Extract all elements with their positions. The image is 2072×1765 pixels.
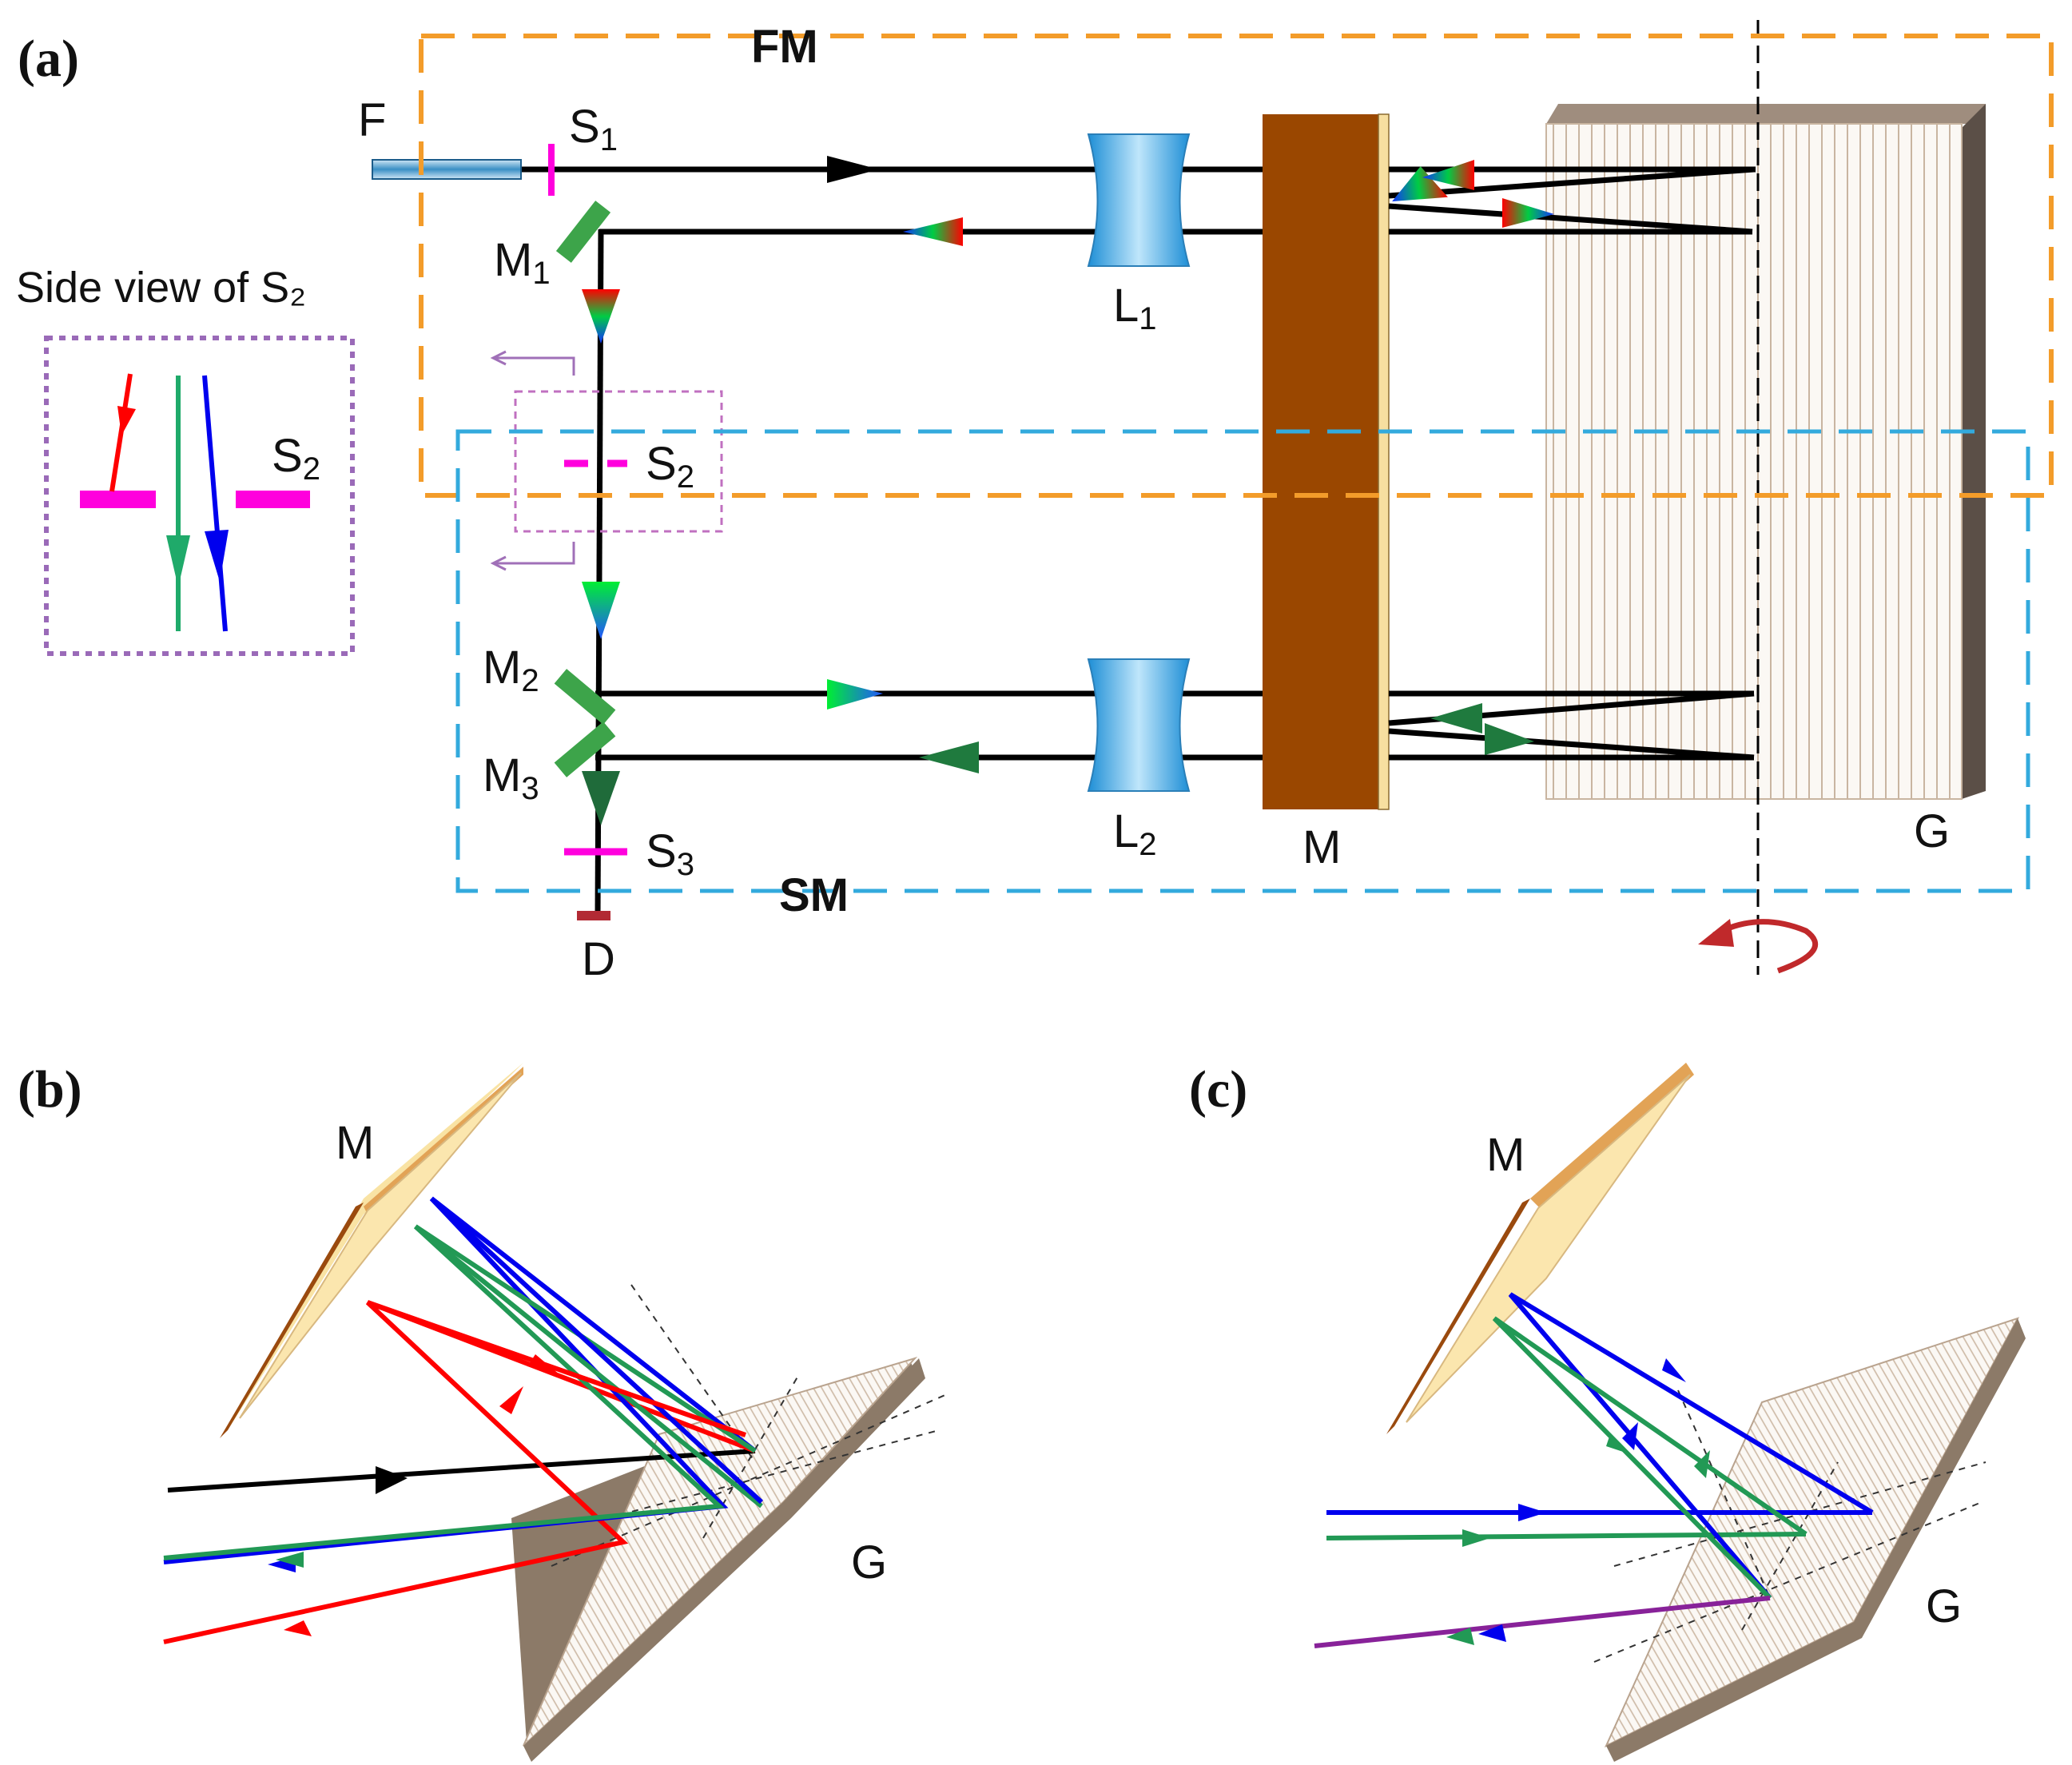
grating-label: G xyxy=(1914,805,1950,857)
mirror-m1 xyxy=(555,201,611,263)
slit-s2-label: S2 xyxy=(646,438,694,495)
panel-b-grating-label: G xyxy=(851,1536,887,1588)
panel-c-mirror xyxy=(1386,1063,1694,1434)
grating-block xyxy=(1545,104,1986,800)
mirror-m2-label: M2 xyxy=(483,642,539,698)
ray-arrows xyxy=(582,156,1554,825)
side-view-box xyxy=(44,336,355,656)
slit-s1-label: S1 xyxy=(569,101,618,157)
sm-box-label: SM xyxy=(779,869,849,921)
side-view-title: Side view of S₂ xyxy=(16,264,306,312)
sm-box xyxy=(455,429,2030,893)
mirror-m1-label: M1 xyxy=(494,234,551,291)
panel-c-mirror-label: M xyxy=(1486,1129,1525,1181)
lens-l2-label: L2 xyxy=(1113,805,1157,862)
fm-box xyxy=(419,34,2054,498)
panel-c-grating xyxy=(1604,1317,2026,1762)
panel-a-label: (a) xyxy=(18,30,79,88)
mirror-m2 xyxy=(554,669,616,725)
side-view-slit-label: S2 xyxy=(272,430,320,487)
slit-s3-label: S3 xyxy=(646,825,694,882)
detector xyxy=(577,911,610,920)
panel-b-grating xyxy=(511,1357,925,1762)
panel-b-mirror-label: M xyxy=(336,1117,374,1169)
lens-l1-label: L1 xyxy=(1113,280,1157,336)
panel-c-label: (c) xyxy=(1189,1060,1247,1119)
s2-callout-arrows xyxy=(490,350,575,571)
detector-label: D xyxy=(582,933,615,985)
s2-detail-box xyxy=(514,390,723,533)
side-view-rays xyxy=(80,373,310,632)
lens-l2 xyxy=(1087,658,1191,792)
rotation-arrowhead xyxy=(1698,919,1734,947)
fiber-label: F xyxy=(358,94,386,146)
fm-box-label: FM xyxy=(751,21,818,73)
large-mirror-label: M xyxy=(1302,821,1341,873)
rotation-arrow xyxy=(1712,919,1819,974)
lens-l1 xyxy=(1087,133,1191,267)
fiber xyxy=(372,159,522,180)
panel-b-mirror xyxy=(220,1063,523,1438)
panel-b-ray-arrows xyxy=(268,1354,559,1636)
panel-c-grating-label: G xyxy=(1926,1580,1962,1632)
panel-c-ray-arrows xyxy=(1446,1358,1710,1645)
panel-b-label: (b) xyxy=(18,1060,82,1119)
panel-b-rays xyxy=(163,1196,764,1644)
mirror-m3 xyxy=(554,722,616,777)
large-mirror xyxy=(1263,113,1390,810)
mirror-m3-label: M3 xyxy=(483,749,539,806)
